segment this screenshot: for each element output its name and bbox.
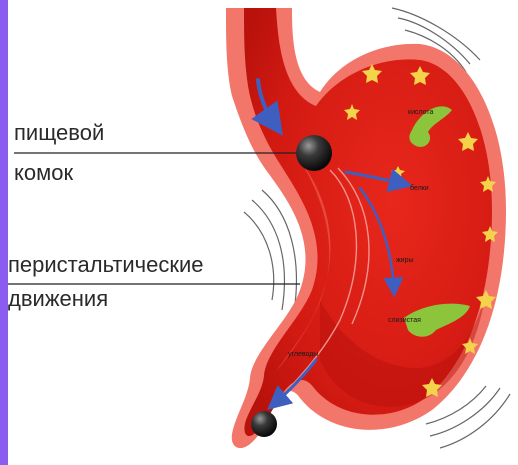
bolus-label-line1: пищевой bbox=[14, 120, 104, 145]
peristalsis-label-line1: перистальтические bbox=[8, 252, 204, 277]
inner-label-lower: слизистая bbox=[388, 317, 421, 324]
inner-label-top: кислота bbox=[408, 109, 434, 116]
inner-label-fats: жиры bbox=[396, 257, 414, 264]
food-bolus-exit bbox=[251, 411, 277, 437]
food-bolus bbox=[296, 135, 332, 171]
peristalsis-label-line2: движения bbox=[8, 286, 108, 311]
inner-label-mid: белки bbox=[410, 184, 429, 192]
bolus-label-line2: комок bbox=[14, 160, 73, 185]
motion-lines-left bbox=[244, 190, 296, 312]
inner-label-carbs: углеводы bbox=[288, 351, 318, 358]
